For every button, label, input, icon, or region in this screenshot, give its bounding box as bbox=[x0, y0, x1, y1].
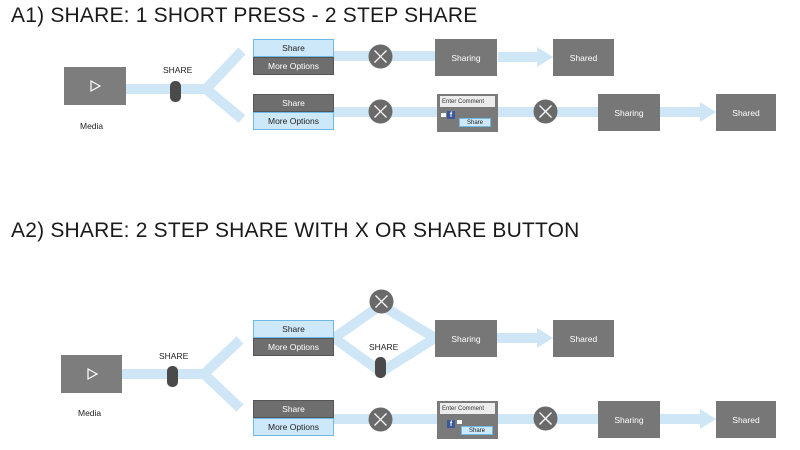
connector-split-bottom bbox=[202, 85, 246, 123]
more-options-option[interactable]: More Options bbox=[253, 338, 334, 356]
media-thumbnail[interactable] bbox=[61, 355, 122, 393]
share-option[interactable]: Share bbox=[253, 400, 334, 418]
arrow-top bbox=[537, 328, 553, 348]
twitter-icon[interactable] bbox=[441, 113, 446, 117]
shared-state: Shared bbox=[716, 401, 776, 438]
more-options-option[interactable]: More Options bbox=[253, 57, 334, 75]
sharing-state: Sharing bbox=[598, 94, 660, 131]
share-option[interactable]: Share bbox=[253, 39, 334, 57]
play-icon bbox=[90, 79, 102, 93]
share-label: SHARE bbox=[159, 351, 189, 361]
play-icon bbox=[86, 367, 98, 381]
options-menu-bottom: Share More Options bbox=[253, 400, 334, 436]
options-menu-bottom: Share More Options bbox=[253, 94, 334, 130]
close-x-icon[interactable] bbox=[368, 99, 393, 124]
facebook-icon[interactable]: f bbox=[447, 420, 455, 428]
options-menu-top: Share More Options bbox=[253, 320, 334, 356]
arrow-top bbox=[537, 47, 553, 67]
options-menu-top: Share More Options bbox=[253, 39, 334, 75]
comment-input[interactable]: Enter Comment bbox=[440, 96, 495, 107]
share-toggle[interactable] bbox=[167, 366, 178, 387]
section-a2-heading: A2) SHARE: 2 STEP SHARE WITH X OR SHARE … bbox=[11, 219, 580, 242]
more-options-option[interactable]: More Options bbox=[253, 418, 334, 436]
media-label: Media bbox=[80, 121, 104, 131]
branch-share-label: SHARE bbox=[368, 342, 400, 352]
share-label: SHARE bbox=[163, 65, 193, 75]
media-label: Media bbox=[78, 408, 102, 418]
comment-input[interactable]: Enter Comment bbox=[440, 403, 495, 414]
sharing-state: Sharing bbox=[435, 320, 497, 357]
shared-state: Shared bbox=[716, 94, 776, 131]
connector-split-top bbox=[202, 47, 246, 93]
share-option[interactable]: Share bbox=[253, 320, 334, 338]
close-x-icon[interactable] bbox=[533, 99, 558, 124]
close-x-icon[interactable] bbox=[368, 44, 393, 69]
section-a1-heading: A1) SHARE: 1 SHORT PRESS - 2 STEP SHARE bbox=[11, 4, 478, 27]
sharing-state: Sharing bbox=[598, 401, 660, 438]
arrow-bottom bbox=[700, 409, 716, 429]
comment-box: Enter Comment f Share bbox=[437, 401, 498, 439]
twitter-icon[interactable] bbox=[457, 420, 462, 424]
connector-split-bottom bbox=[200, 370, 244, 412]
sharing-state: Sharing bbox=[435, 39, 497, 76]
share-option[interactable]: Share bbox=[253, 94, 334, 112]
comment-share-button[interactable]: Share bbox=[459, 118, 491, 127]
shared-state: Shared bbox=[553, 320, 614, 357]
facebook-icon[interactable]: f bbox=[447, 111, 455, 119]
close-x-icon[interactable] bbox=[369, 289, 394, 314]
close-x-icon[interactable] bbox=[368, 407, 393, 432]
branch-share-toggle[interactable] bbox=[375, 357, 386, 378]
shared-state: Shared bbox=[553, 39, 614, 76]
arrow-bottom bbox=[700, 102, 716, 122]
connector-split-top bbox=[200, 336, 244, 378]
comment-share-button[interactable]: Share bbox=[461, 426, 493, 435]
share-toggle[interactable] bbox=[170, 81, 181, 102]
close-x-icon[interactable] bbox=[533, 406, 558, 431]
comment-box: Enter Comment f Share bbox=[437, 94, 498, 132]
media-thumbnail[interactable] bbox=[64, 67, 126, 105]
more-options-option[interactable]: More Options bbox=[253, 112, 334, 130]
